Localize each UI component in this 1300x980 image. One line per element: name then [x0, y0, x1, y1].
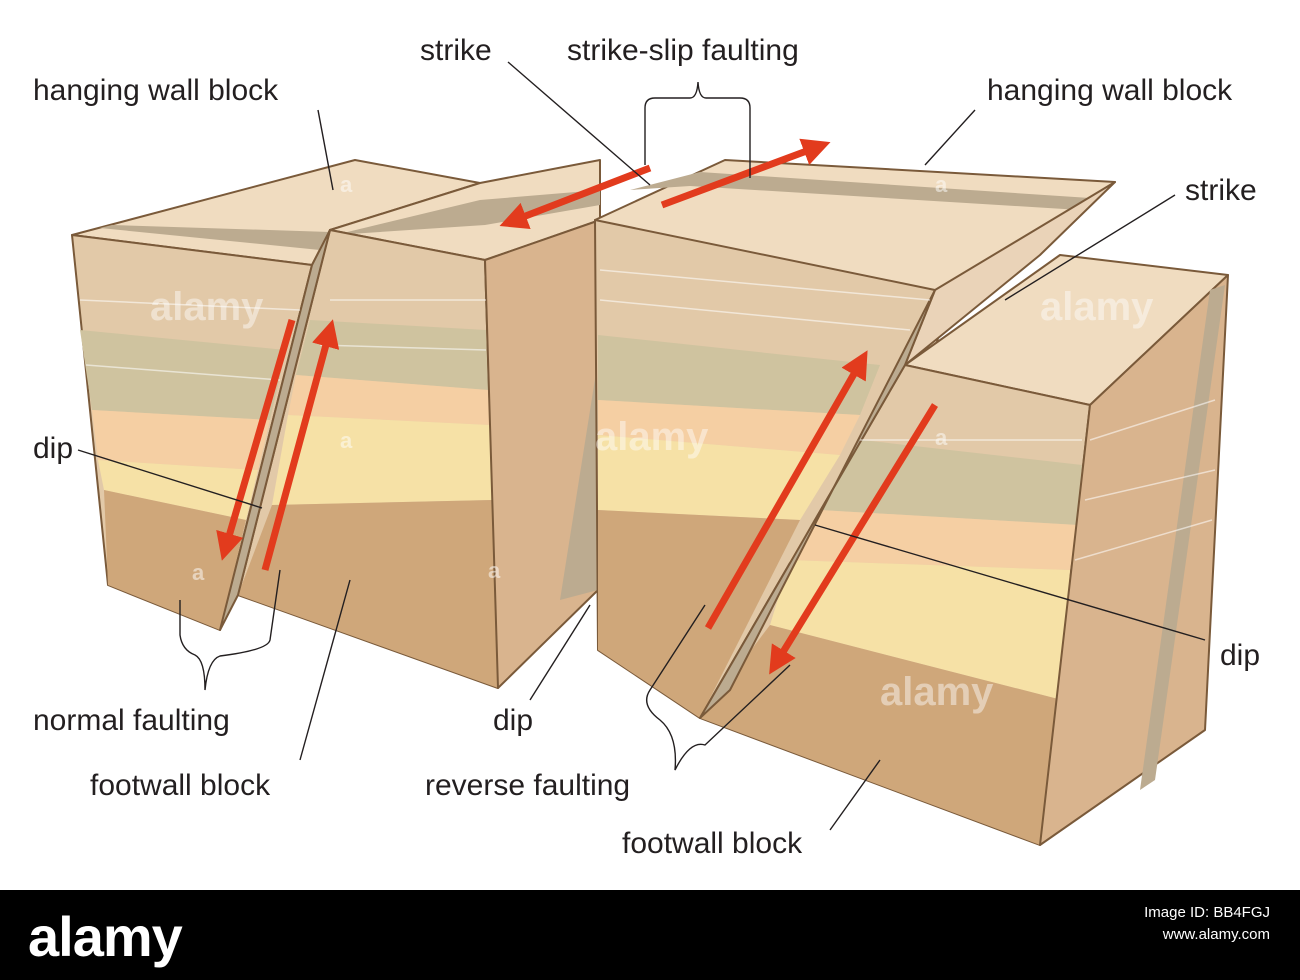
arrow-normal-up — [261, 319, 340, 571]
right-side-fault-plane — [1140, 285, 1225, 790]
watermark-4: alamy — [880, 670, 994, 714]
label-hanging-wall-left: hanging wall block — [33, 74, 279, 107]
left-block-top-stripe — [100, 225, 330, 250]
center-fault-plane — [560, 360, 598, 600]
footer-image-id: Image ID: BB4FGJ — [1144, 904, 1270, 921]
label-dip-center: dip — [493, 704, 533, 737]
left-hanging-layer-6 — [104, 490, 246, 630]
watermark-mark-1: a — [340, 172, 353, 197]
leader-dip-left — [77, 449, 263, 509]
watermark-mark-2: a — [935, 172, 948, 197]
leader-strike-right — [1004, 194, 1176, 301]
arrow-strike-left — [499, 164, 652, 230]
stock-footer-bar: alamy Image ID: BB4FGJ www.alamy.com — [0, 890, 1300, 980]
leader-dip-right — [814, 524, 1206, 641]
leader-dip-center — [529, 604, 591, 701]
leader-footwall-right — [829, 759, 881, 831]
label-strike-top: strike — [420, 34, 492, 67]
brace-strike-slip — [644, 81, 751, 178]
leader-hanging-wall-right — [924, 109, 976, 166]
watermark-mark-3: a — [340, 428, 353, 453]
watermark-mark-6: a — [935, 425, 948, 450]
label-footwall-left: footwall block — [90, 769, 271, 802]
brace-reverse-faulting — [646, 604, 791, 771]
arrow-reverse-down — [769, 403, 938, 675]
label-hanging-wall-right: hanging wall block — [987, 74, 1233, 107]
left-footwall-layer-6 — [238, 500, 498, 688]
leader-lines — [77, 61, 1206, 831]
brace-normal-faulting — [179, 569, 281, 691]
left-hanging-layer-4 — [92, 410, 270, 470]
left-footwall-layer-4 — [288, 375, 490, 425]
watermarks: alamy alamy alamy alamy a a a a a a — [150, 172, 1154, 714]
right-footwall-layer-6 — [700, 625, 1062, 845]
watermark-2: alamy — [595, 415, 709, 459]
left-hanging-layer-3 — [80, 330, 286, 420]
watermark-1: alamy — [150, 285, 264, 329]
right-footwall-layer-3 — [820, 440, 1082, 525]
leader-strike-top — [507, 61, 651, 186]
footer-logo: alamy — [28, 905, 183, 968]
right-block-top-stripe — [630, 172, 1090, 210]
left-footwall-side — [484, 219, 601, 689]
footer-caption: Image ID: BB4FGJ www.alamy.com — [1144, 902, 1270, 946]
arrow-strike-right — [660, 138, 831, 209]
left-footwall-stripe — [335, 190, 600, 235]
fault-types-diagram: alamy alamy alamy alamy a a a a a a hang… — [33, 34, 1260, 860]
right-hanging-layer-3 — [598, 335, 880, 415]
arrow-reverse-up — [704, 350, 868, 630]
label-strike-right: strike — [1185, 174, 1257, 207]
leader-footwall-left — [299, 579, 351, 761]
right-fault-plane — [699, 289, 936, 719]
left-hanging-layer-5 — [98, 460, 258, 520]
label-reverse-faulting: reverse faulting — [425, 769, 630, 802]
left-footwall-layer-5 — [272, 415, 492, 505]
right-footwall-side — [1039, 274, 1229, 846]
motion-arrows — [216, 138, 938, 675]
label-dip-right: dip — [1220, 639, 1260, 672]
label-footwall-right: footwall block — [622, 827, 803, 860]
leader-hanging-wall-left — [317, 109, 334, 191]
watermark-mark-4: a — [192, 560, 205, 585]
label-normal-faulting: normal faulting — [33, 704, 230, 737]
right-block — [594, 159, 1229, 846]
footer-url: www.alamy.com — [1162, 926, 1270, 943]
left-block — [71, 159, 601, 689]
label-strike-slip: strike-slip faulting — [567, 34, 799, 67]
left-footwall-layer-3 — [296, 320, 488, 390]
arrow-normal-down — [216, 319, 296, 561]
right-footwall-layer-5 — [770, 560, 1070, 700]
left-fault-plane — [219, 229, 331, 631]
watermark-mark-5: a — [488, 558, 501, 583]
watermark-3: alamy — [1040, 285, 1154, 329]
label-dip-left: dip — [33, 432, 73, 465]
right-hanging-layer-4 — [598, 400, 860, 455]
labels: hanging wall block strike strike-slip fa… — [33, 34, 1260, 860]
